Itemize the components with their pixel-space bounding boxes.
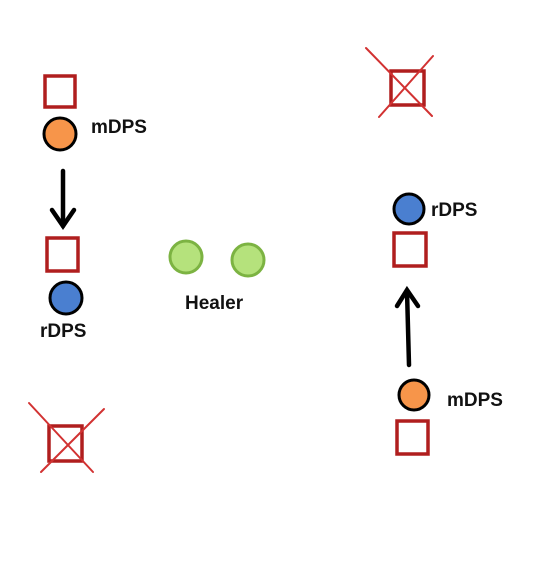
- crossed-square-marker-top-right: [365, 47, 434, 118]
- rdps-circle-left: [48, 280, 84, 316]
- healer-label: Healer: [185, 293, 244, 314]
- healer-circle-2: [230, 242, 266, 278]
- crossed-square-marker-bottom-left: [28, 402, 105, 473]
- healer-circle-1: [168, 239, 204, 275]
- mdps-circle-right: [397, 378, 431, 412]
- square-marker-mid-right: [392, 231, 428, 268]
- mdps-label-left: mDPS: [91, 117, 147, 138]
- rdps-circle-right: [392, 192, 426, 226]
- rdps-label-right: rDPS: [431, 200, 477, 221]
- rdps-label-left: rDPS: [40, 321, 86, 342]
- square-marker-bottom-right: [395, 419, 430, 456]
- up-arrow-icon: [394, 285, 421, 368]
- mdps-label-right: mDPS: [447, 390, 503, 411]
- down-arrow-icon: [49, 168, 77, 230]
- square-marker-mid-left: [45, 236, 80, 273]
- square-marker-top-left: [43, 74, 77, 109]
- mdps-circle-left: [42, 116, 78, 152]
